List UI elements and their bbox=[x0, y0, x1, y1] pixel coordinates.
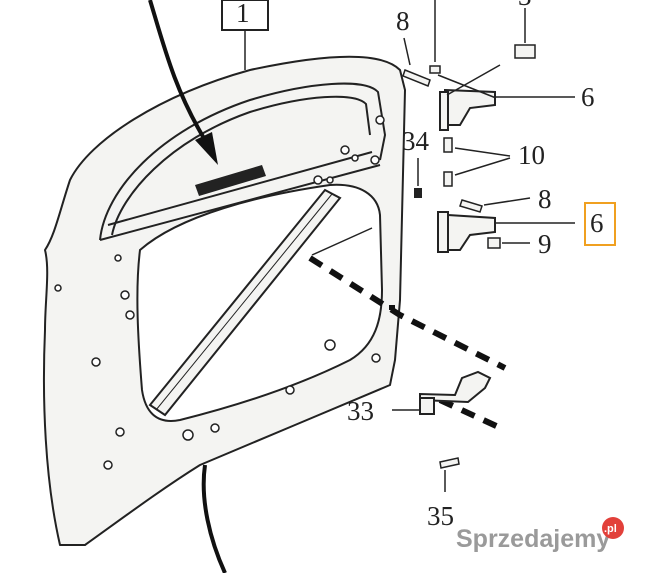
arrow-bottom bbox=[201, 464, 227, 573]
window-seal-strip bbox=[195, 165, 266, 196]
callout-6-top: 6 bbox=[581, 82, 595, 112]
leader-8-mid bbox=[483, 197, 531, 206]
leader-8-top bbox=[403, 37, 411, 66]
bolt-35 bbox=[439, 457, 460, 469]
callout-10: 10 bbox=[518, 140, 545, 170]
callout-33: 33 bbox=[347, 396, 374, 426]
window-frame bbox=[99, 82, 387, 241]
dashed-guides bbox=[308, 255, 507, 433]
leader-diag bbox=[311, 227, 373, 256]
callout-1: 1 bbox=[236, 0, 250, 28]
watermark: Sprzedajemy .pl bbox=[456, 517, 624, 553]
lower-bolt-8 bbox=[459, 199, 483, 213]
callout-3: 3 bbox=[518, 0, 532, 11]
bolt-10b bbox=[443, 171, 453, 187]
callout-8-top: 8 bbox=[396, 6, 410, 36]
lower-hinge bbox=[437, 211, 496, 253]
door-check-strap bbox=[419, 370, 492, 415]
bolt-10a bbox=[443, 137, 453, 153]
arrow-top-head bbox=[195, 132, 218, 165]
upper-hinge bbox=[439, 88, 496, 131]
callout-6-mid: 6 bbox=[590, 208, 604, 238]
upper-bolt-8 bbox=[402, 69, 431, 87]
part-34 bbox=[414, 188, 422, 198]
leader-hinge-top bbox=[437, 74, 497, 99]
impact-beam bbox=[148, 188, 342, 417]
nut-9 bbox=[487, 237, 501, 249]
leader-10b bbox=[454, 157, 511, 176]
watermark-badge-icon bbox=[602, 517, 624, 539]
panel-holes bbox=[54, 115, 385, 470]
callout-34: 34 bbox=[402, 126, 430, 156]
upper-bolt-3 bbox=[429, 44, 536, 74]
leader-hinge-top2 bbox=[446, 64, 501, 96]
watermark-badge: .pl bbox=[604, 523, 617, 535]
callout-8-mid: 8 bbox=[538, 184, 552, 214]
watermark-text: Sprzedajemy bbox=[456, 525, 610, 553]
leader-10a bbox=[454, 147, 511, 157]
callout-6-highlight bbox=[584, 202, 616, 246]
callout-35: 35 bbox=[427, 501, 454, 531]
arrow-top bbox=[148, 0, 207, 142]
callout-9: 9 bbox=[538, 229, 552, 259]
